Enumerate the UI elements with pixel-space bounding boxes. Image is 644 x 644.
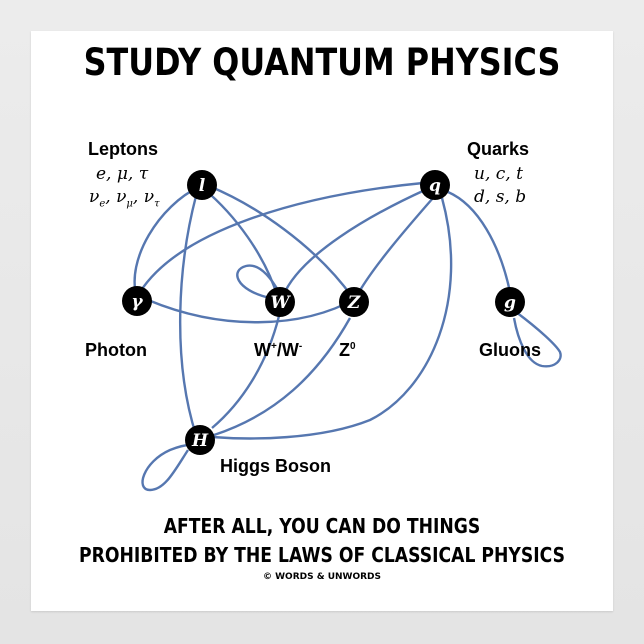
leptons-line2: νe, νμ, ντ [89,187,160,210]
node-quark-letter: q [429,176,441,196]
edge-lepton-higgs [179,195,198,436]
node-w: W [265,287,295,317]
poster [31,31,613,611]
node-z: Z [339,287,369,317]
leptons-line1: e, μ, τ [96,164,149,184]
w-label-base: W [254,340,271,360]
footer-line1: AFTER ALL, YOU CAN DO THINGS [163,514,481,538]
edge-z-higgs [213,317,352,437]
node-quark: q [420,170,450,200]
credit: © WORDS & UNWORDS [262,572,381,582]
edge-w-higgs [211,315,281,429]
leptons-nu-mu: ν [116,187,127,207]
leptons-sub-e: e [99,198,106,210]
leptons-nu-e: ν [89,187,100,207]
edge-quark-gluon [447,190,512,293]
node-lepton-letter: l [199,176,206,196]
leptons-sub-tau: τ [154,198,160,210]
edge-lepton-z [208,184,354,299]
edge-quark-photon [138,181,424,293]
edge-w-loop [236,264,281,300]
quarks-label: Quarks [467,139,530,159]
quarks-line2: d, s, b [474,187,527,207]
w-label-plus: + [271,341,277,352]
w-label-minus: - [298,341,303,352]
edge-lepton-photon [133,185,200,299]
z-label: Z0 [339,340,356,361]
edge-gluon-loop [512,311,562,368]
node-z-letter: Z [347,293,361,313]
leptons-label: Leptons [88,139,158,159]
photon-label: Photon [85,340,147,360]
node-higgs: H [185,425,215,455]
higgs-label: Higgs Boson [220,456,331,476]
edge-quark-w [281,188,426,297]
node-w-letter: W [270,293,291,313]
w-label-mid: /W [276,340,299,360]
w-label: W+/W- [254,340,302,361]
leptons-nu-tau: ν [143,187,155,207]
gluons-label: Gluons [479,340,541,360]
quarks-line1: u, c, t [474,164,523,184]
node-photon: γ [122,286,152,316]
poster-title: STUDY QUANTUM PHYSICS [83,41,561,84]
node-gluon: g [495,287,525,317]
edge-higgs-loop [141,443,191,492]
node-gluon-letter: g [504,293,516,313]
z-label-sup: 0 [350,341,356,352]
z-label-base: Z [339,340,350,360]
node-higgs-letter: H [191,431,209,451]
edge-photon-z [147,296,358,324]
edge-quark-z [357,197,434,293]
footer-line2: PROHIBITED BY THE LAWS OF CLASSICAL PHYS… [79,543,565,567]
leptons-sub-mu: μ [126,198,133,210]
node-photon-letter: γ [131,292,143,312]
edge-quark-higgs [211,197,453,440]
node-lepton: l [187,170,217,200]
